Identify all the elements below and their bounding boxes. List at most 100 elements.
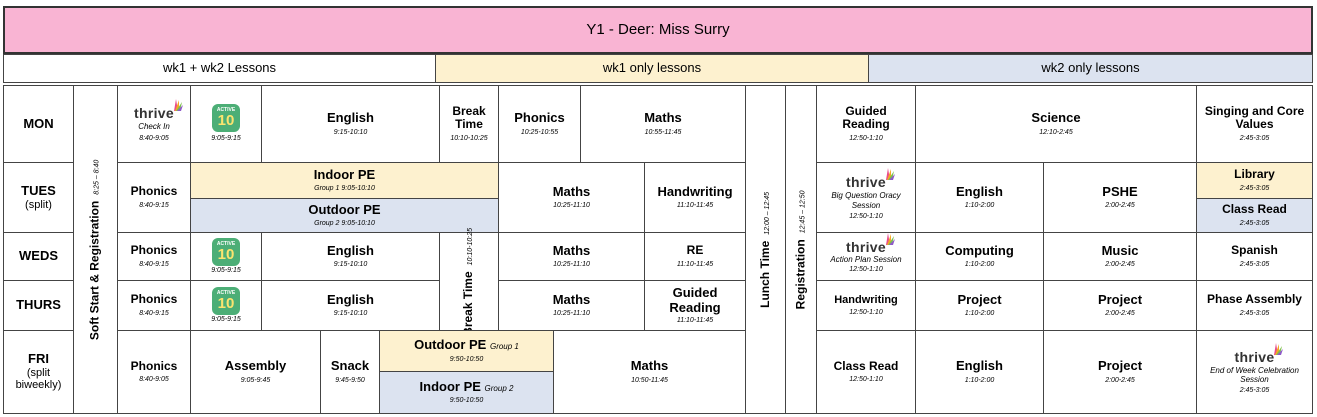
mon-english: English 9:15-10:10 — [261, 85, 440, 163]
tues-handwriting: Handwriting 11:10-11:45 — [644, 162, 746, 233]
lesson-time: 2:00-2:45 — [1105, 261, 1135, 269]
thrive-logo-icon: thrive — [1234, 342, 1284, 365]
lesson-name: RE — [686, 243, 704, 258]
lesson-time: 11:10-11:45 — [676, 260, 714, 268]
active-10-number: 10 — [217, 245, 235, 263]
lesson-group-time: Group 2 9:05-10:10 — [314, 220, 375, 228]
tues-indoor-pe: Indoor PE Group 1 9:05-10:10 — [190, 162, 499, 199]
lunch-title: Lunch Time — [757, 240, 772, 308]
lesson-time: 8:40-9:05 — [139, 376, 169, 384]
legend-wk1-only: wk1 only lessons — [435, 54, 869, 83]
lesson-time: 10:25-10:55 — [520, 128, 559, 136]
lesson-name: Handwriting — [657, 183, 733, 199]
thrive-logo-icon: thrive — [134, 99, 183, 122]
thrive-fan-icon — [885, 168, 895, 181]
lesson-name: Project — [1097, 358, 1143, 373]
lunch-time: 12:00 – 12:45 — [763, 191, 771, 235]
thrive-fan-icon — [1274, 342, 1284, 355]
lesson-name: Music — [1101, 242, 1139, 258]
lesson-time: 9:50-10:50 — [449, 355, 484, 363]
lesson-time: 2:45-3:05 — [1239, 387, 1270, 395]
weds-music: Music 2:00-2:45 — [1043, 232, 1197, 281]
active-10-top: ACTIVE — [216, 240, 236, 247]
soft-start-title: Soft Start & Registration — [87, 200, 102, 340]
lesson-time: 9:50-10:50 — [449, 397, 484, 405]
lesson-time: 1:10-2:00 — [964, 202, 995, 210]
lesson-group: Group 2 — [314, 220, 340, 228]
tues-maths: Maths 10:25-11:10 — [498, 162, 645, 233]
thrive-logo-icon: thrive — [846, 168, 895, 190]
lesson-name: Computing — [945, 242, 1014, 258]
lesson-name: Spanish — [1231, 243, 1278, 258]
day-name: THURS — [16, 297, 61, 313]
lesson-time: 2:45-3:05 — [1239, 184, 1270, 192]
day-name: WEDS — [19, 248, 58, 264]
lesson-name: Assembly — [224, 358, 287, 373]
thrive-logo-text: thrive — [134, 105, 174, 122]
lesson-name: Snack — [330, 358, 370, 373]
lesson-name: Maths — [552, 183, 591, 199]
legend-wk1-label: wk1 only lessons — [602, 60, 702, 76]
lesson-time: 8:40-9:15 — [139, 309, 169, 317]
lesson-time: 12:50-1:10 — [849, 212, 883, 220]
lesson-time: 8:40-9:05 — [139, 134, 169, 142]
lesson-time: 9:15-10:10 — [333, 310, 368, 318]
fri-phonics: Phonics 8:40-9:05 — [117, 330, 191, 414]
tues-thrive-oracy: thrive Big Question Oracy Session 12:50-… — [816, 162, 916, 233]
lesson-time: 9:05-9:45 — [240, 376, 271, 384]
lesson-time: 9:05-9:15 — [211, 266, 241, 274]
lesson-name: Class Read — [833, 358, 899, 373]
lesson-name: Phonics — [130, 358, 178, 373]
lesson-time: 12:50-1:10 — [849, 309, 883, 317]
lesson-name-group: Outdoor PE Group 1 — [414, 337, 519, 353]
page-title: Y1 - Deer: Miss Surry — [3, 6, 1313, 54]
lesson-group-time: Group 1 9:05-10:10 — [314, 185, 375, 193]
lesson-name: Project — [957, 291, 1002, 307]
fri-assembly: Assembly 9:05-9:45 — [190, 330, 321, 414]
day-name: FRI — [28, 350, 49, 366]
active-10-top: ACTIVE — [216, 107, 236, 114]
thrive-logo-text: thrive — [1234, 348, 1275, 365]
lesson-time: 12:10-2:45 — [1039, 128, 1073, 136]
lesson-time: 12:50-1:10 — [849, 135, 883, 143]
page-title-text: Y1 - Deer: Miss Surry — [586, 21, 730, 39]
lesson-name: Indoor PE — [313, 166, 376, 182]
lesson-name: Maths — [552, 242, 591, 258]
break-time-title: Break Time — [461, 270, 476, 336]
lesson-name: Big Question Oracy Session — [831, 191, 901, 210]
lesson-time: 10:25-11:10 — [553, 202, 590, 210]
lesson-time: 11:10-11:45 — [676, 202, 714, 210]
lesson-name: Maths — [630, 358, 669, 373]
legend-wk2-only: wk2 only lessons — [868, 54, 1313, 83]
break-time-time: 10:10-10:25 — [467, 227, 475, 265]
lesson-name: English — [327, 110, 374, 125]
lesson-time: 12:50-1:10 — [849, 265, 883, 273]
lesson-name: PSHE — [1102, 183, 1138, 199]
thrive-logo-text: thrive — [846, 239, 886, 256]
lunch-column: Lunch Time 12:00 – 12:45 — [745, 85, 786, 414]
lesson-time: 9:15-10:10 — [333, 128, 368, 136]
lesson-name: Maths — [644, 110, 682, 125]
lesson-time: 10:25-11:10 — [553, 310, 590, 318]
